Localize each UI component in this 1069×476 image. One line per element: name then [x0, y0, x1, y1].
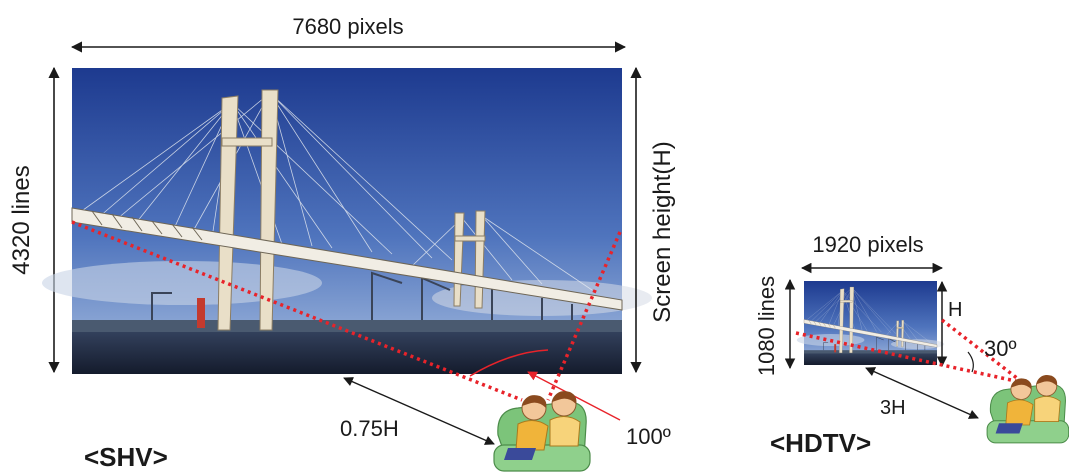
hdtv-width-label: 1920 pixels	[812, 232, 923, 257]
shv-height-label: 4320 lines	[8, 165, 35, 274]
shv-screen-image	[41, 67, 653, 375]
hdtv-h-label: H	[948, 299, 962, 321]
shv-screen-height-label: Screen height(H)	[649, 141, 676, 322]
hdtv-angle-arc	[967, 351, 974, 373]
hdtv-name-label: <HDTV>	[770, 428, 871, 458]
shv-angle-arc	[469, 349, 549, 377]
shv-distance-arrow	[343, 377, 495, 445]
hdtv-viewer-illustration	[986, 374, 1069, 444]
hdtv-angle-label: 30º	[984, 336, 1017, 361]
hdtv-distance-label: 3H	[880, 397, 906, 419]
hdtv-screen-image	[796, 280, 945, 366]
shv-sightline-right	[546, 231, 622, 401]
shv-distance-label: 0.75H	[340, 416, 399, 441]
hdtv-distance-arrow	[865, 367, 979, 419]
hdtv-sightline-bottom	[795, 331, 1021, 384]
hdtv-sightline-top	[940, 318, 1024, 384]
shv-width-label: 7680 pixels	[292, 14, 403, 39]
shv-angle-label: 100º	[626, 424, 671, 449]
shv-viewer-illustration	[493, 390, 591, 472]
hdtv-height-label: 1080 lines	[754, 276, 779, 376]
shv-name-label: <SHV>	[84, 442, 168, 472]
